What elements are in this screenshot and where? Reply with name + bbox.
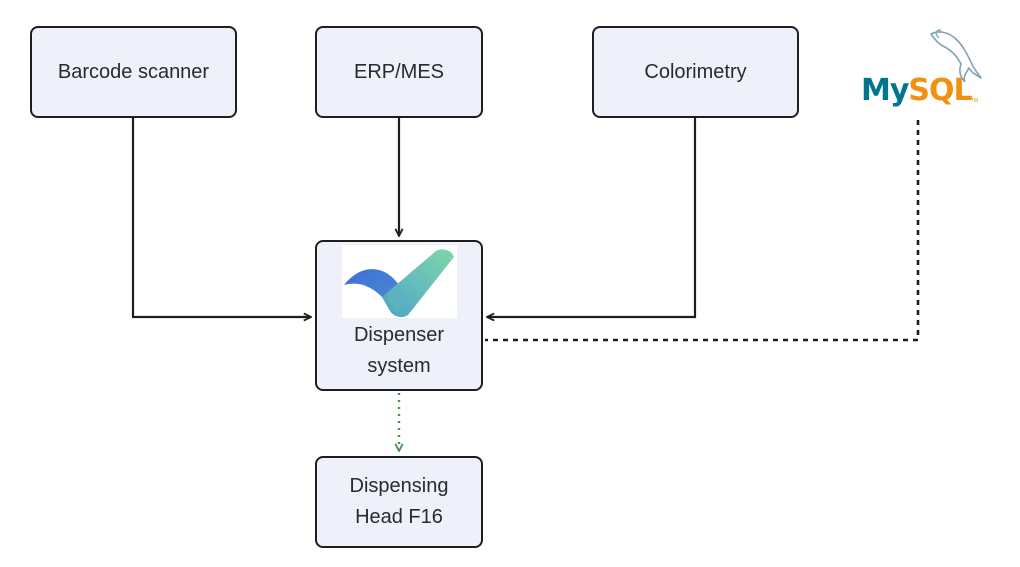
colorimetry-label: Colorimetry	[644, 60, 747, 83]
mysql-sql-text: SQL	[908, 73, 972, 108]
colorimetry-node: Colorimetry	[592, 26, 799, 118]
mysql-to-dispenser-link	[485, 120, 920, 342]
dispensing-head-label: Dispensing Head F16	[349, 475, 449, 528]
mysql-wordmark: MySQL	[861, 73, 973, 108]
erp-mes-node: ERP/MES	[315, 26, 483, 118]
dispensing-head-node: Dispensing Head F16	[315, 456, 483, 548]
barcode-scanner-node: Barcode scanner	[30, 26, 237, 118]
dolphin-icon	[930, 29, 982, 82]
colorimetry-to-dispenser-arrow	[487, 118, 697, 317]
erp-mes-label: ERP/MES	[353, 60, 445, 83]
dispenser-system-label: Dispenser system	[353, 324, 445, 377]
mysql-trademark: TM	[971, 98, 979, 104]
barcode-to-dispenser-arrow	[131, 118, 311, 317]
checkmark-logo-icon	[341, 245, 457, 318]
dispenser-system-node: Dispenser system	[315, 240, 483, 391]
mysql-logo: MySQL TM	[855, 28, 985, 113]
mysql-my-text: My	[861, 73, 909, 108]
barcode-scanner-label: Barcode scanner	[57, 60, 210, 83]
